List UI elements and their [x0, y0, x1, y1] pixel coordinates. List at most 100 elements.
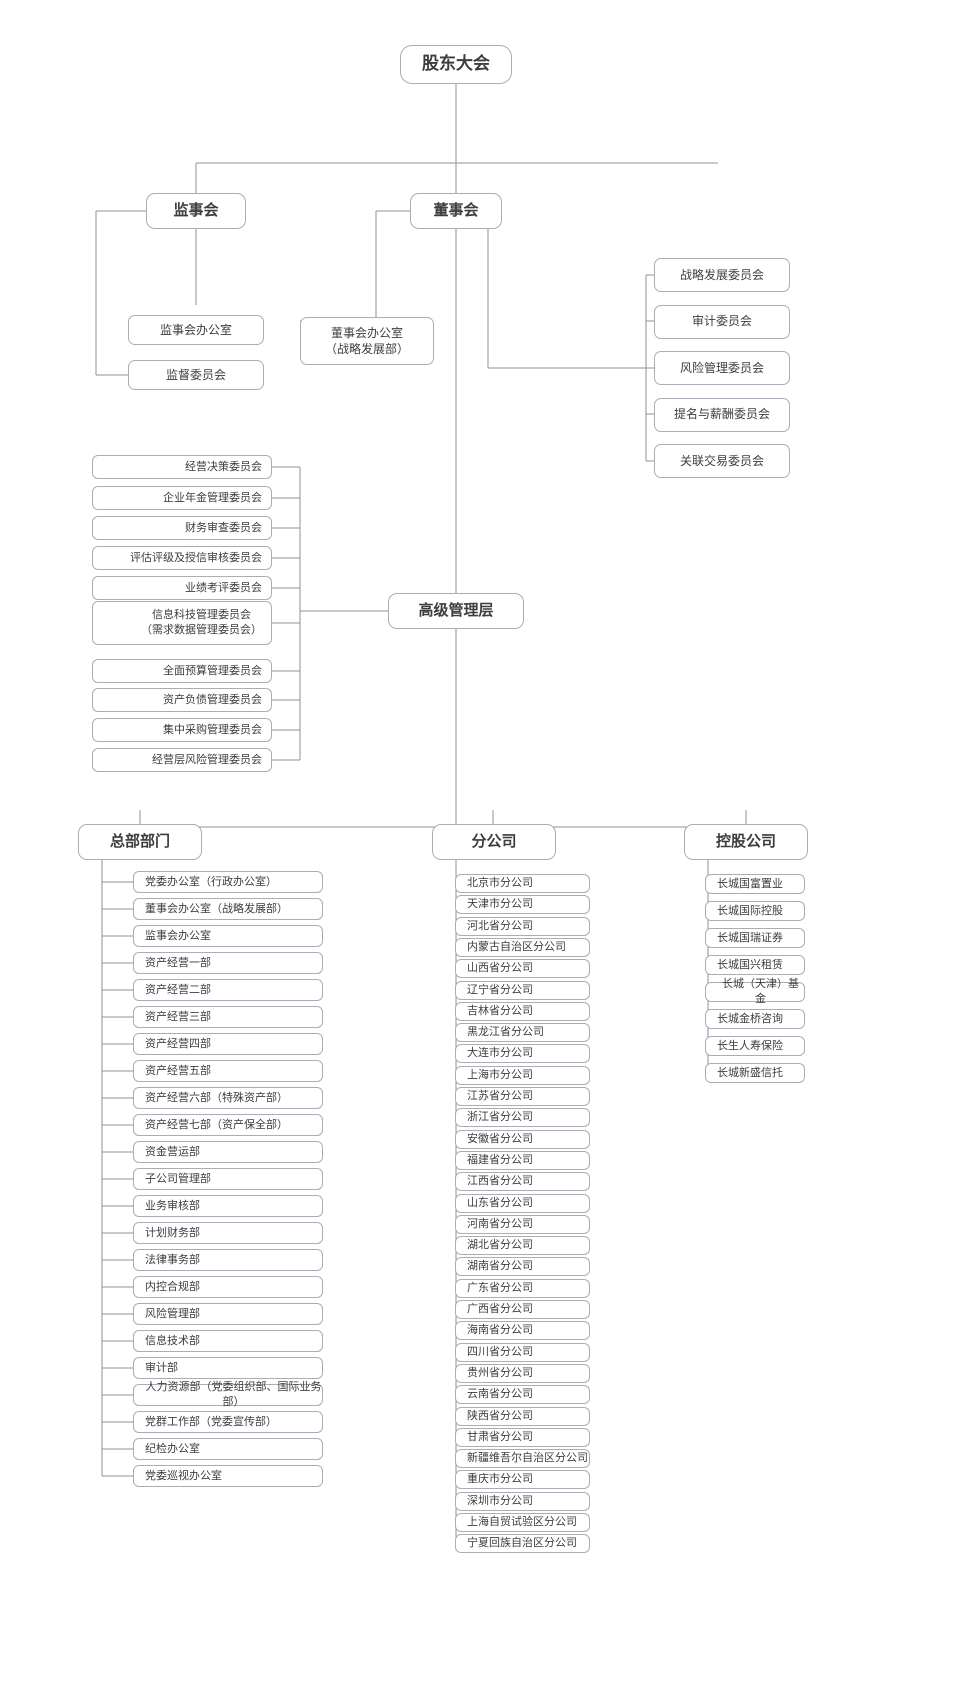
branches-item-6[interactable]: 辽宁省分公司: [455, 980, 590, 1000]
branches-item-15[interactable]: 江西省分公司: [455, 1172, 590, 1192]
headquarters-item-15[interactable]: 法律事务部: [133, 1249, 323, 1271]
holdings-item-7[interactable]: 长生人寿保险: [705, 1036, 805, 1056]
column-head-branches[interactable]: 分公司: [432, 824, 556, 860]
branches-item-5[interactable]: 山西省分公司: [455, 959, 590, 979]
node-label: 财务审查委员会: [185, 521, 262, 534]
holdings-item-3[interactable]: 长城国瑞证券: [705, 928, 805, 948]
management-committee-10[interactable]: 经营层风险管理委员会: [92, 748, 272, 772]
column-head-headquarters[interactable]: 总部部门: [78, 824, 202, 860]
node-board-office[interactable]: 董事会办公室 （战略发展部）: [300, 317, 434, 365]
branches-item-12[interactable]: 浙江省分公司: [455, 1108, 590, 1128]
board-committee-4[interactable]: 提名与薪酬委员会: [654, 397, 790, 432]
board-committee-1[interactable]: 战略发展委员会: [654, 258, 790, 292]
headquarters-item-13[interactable]: 业务审核部: [133, 1195, 323, 1217]
branches-item-32[interactable]: 宁夏回族自治区分公司: [455, 1534, 590, 1554]
branches-item-24[interactable]: 贵州省分公司: [455, 1363, 590, 1383]
branches-item-14[interactable]: 福建省分公司: [455, 1150, 590, 1170]
node-label: 江西省分公司: [467, 1175, 533, 1188]
headquarters-item-21[interactable]: 党群工作部（党委宣传部）: [133, 1411, 323, 1433]
node-label: 董事会办公室（战略发展部）: [145, 902, 288, 915]
node-label: 长城金桥咨询: [717, 1012, 783, 1025]
management-committee-4[interactable]: 评估评级及授信审核委员会: [92, 546, 272, 570]
management-committee-5[interactable]: 业绩考评委员会: [92, 576, 272, 600]
branches-item-10[interactable]: 上海市分公司: [455, 1065, 590, 1085]
branches-item-19[interactable]: 湖南省分公司: [455, 1257, 590, 1277]
branches-item-29[interactable]: 重庆市分公司: [455, 1470, 590, 1490]
headquarters-item-16[interactable]: 内控合规部: [133, 1276, 323, 1298]
headquarters-item-2[interactable]: 董事会办公室（战略发展部）: [133, 898, 323, 920]
branches-item-22[interactable]: 海南省分公司: [455, 1321, 590, 1341]
board-committee-3[interactable]: 风险管理委员会: [654, 351, 790, 385]
branches-item-25[interactable]: 云南省分公司: [455, 1385, 590, 1405]
headquarters-item-6[interactable]: 资产经营三部: [133, 1006, 323, 1028]
holdings-item-4[interactable]: 长城国兴租赁: [705, 955, 805, 975]
branches-item-26[interactable]: 陕西省分公司: [455, 1406, 590, 1426]
management-committee-3[interactable]: 财务审查委员会: [92, 516, 272, 540]
branches-item-17[interactable]: 河南省分公司: [455, 1214, 590, 1234]
column-head-holdings[interactable]: 控股公司: [684, 824, 808, 860]
headquarters-item-23[interactable]: 党委巡视办公室: [133, 1465, 323, 1487]
board-committee-2[interactable]: 审计委员会: [654, 304, 790, 339]
branches-item-27[interactable]: 甘肃省分公司: [455, 1427, 590, 1447]
branches-item-18[interactable]: 湖北省分公司: [455, 1236, 590, 1256]
branches-item-1[interactable]: 北京市分公司: [455, 874, 590, 893]
branches-item-11[interactable]: 江苏省分公司: [455, 1087, 590, 1106]
holdings-item-8[interactable]: 长城新盛信托: [705, 1063, 805, 1083]
node-label: 分公司: [471, 832, 517, 850]
headquarters-item-1[interactable]: 党委办公室（行政办公室）: [133, 871, 323, 893]
branches-item-31[interactable]: 上海自贸试验区分公司: [455, 1513, 590, 1532]
management-committee-2[interactable]: 企业年金管理委员会: [92, 486, 272, 510]
node-label: 贵州省分公司: [467, 1366, 533, 1379]
headquarters-item-10[interactable]: 资产经营七部（资产保全部）: [133, 1114, 323, 1136]
node-senior-management[interactable]: 高级管理层: [388, 593, 524, 629]
branches-item-30[interactable]: 深圳市分公司: [455, 1491, 590, 1511]
management-committee-7[interactable]: 全面预算管理委员会: [92, 659, 272, 683]
node-shareholders-meeting[interactable]: 股东大会: [400, 45, 512, 84]
headquarters-item-19[interactable]: 审计部: [133, 1357, 323, 1379]
branches-item-2[interactable]: 天津市分公司: [455, 895, 590, 915]
headquarters-item-3[interactable]: 监事会办公室: [133, 925, 323, 947]
node-supervisory-board[interactable]: 监事会: [146, 193, 246, 229]
node-label: 集中采购管理委员会: [163, 723, 262, 736]
management-committee-9[interactable]: 集中采购管理委员会: [92, 718, 272, 742]
headquarters-item-8[interactable]: 资产经营五部: [133, 1060, 323, 1082]
node-label: 福建省分公司: [467, 1153, 533, 1166]
branches-item-13[interactable]: 安徽省分公司: [455, 1129, 590, 1149]
holdings-item-6[interactable]: 长城金桥咨询: [705, 1009, 805, 1029]
branches-item-28[interactable]: 新疆维吾尔自治区分公司: [455, 1449, 590, 1469]
headquarters-item-5[interactable]: 资产经营二部: [133, 979, 323, 1001]
node-label: 计划财务部: [145, 1226, 200, 1239]
holdings-item-2[interactable]: 长城国际控股: [705, 901, 805, 921]
management-committee-1[interactable]: 经营决策委员会: [92, 455, 272, 479]
management-committee-6[interactable]: 信息科技管理委员会 （需求数据管理委员会）: [92, 601, 272, 645]
board-committee-5[interactable]: 关联交易委员会: [654, 444, 790, 478]
headquarters-item-11[interactable]: 资金营运部: [133, 1141, 323, 1163]
branches-item-3[interactable]: 河北省分公司: [455, 916, 590, 936]
management-committee-8[interactable]: 资产负债管理委员会: [92, 688, 272, 712]
headquarters-item-4[interactable]: 资产经营一部: [133, 952, 323, 974]
branches-item-4[interactable]: 内蒙古自治区分公司: [455, 937, 590, 957]
holdings-item-5[interactable]: 长城（天津）基金: [705, 978, 805, 1005]
headquarters-item-18[interactable]: 信息技术部: [133, 1330, 323, 1352]
headquarters-item-12[interactable]: 子公司管理部: [133, 1168, 323, 1190]
branches-item-8[interactable]: 黑龙江省分公司: [455, 1023, 590, 1043]
branches-item-7[interactable]: 吉林省分公司: [455, 1001, 590, 1021]
headquarters-item-17[interactable]: 风险管理部: [133, 1303, 323, 1325]
branches-item-16[interactable]: 山东省分公司: [455, 1193, 590, 1213]
node-label: 信息技术部: [145, 1334, 200, 1347]
node-label: 内控合规部: [145, 1280, 200, 1293]
branches-item-9[interactable]: 大连市分公司: [455, 1044, 590, 1064]
branches-item-21[interactable]: 广西省分公司: [455, 1300, 590, 1319]
headquarters-item-20[interactable]: 人力资源部（党委组织部、国际业务部）: [133, 1381, 323, 1408]
headquarters-item-9[interactable]: 资产经营六部（特殊资产部）: [133, 1087, 323, 1109]
node-label: 大连市分公司: [467, 1047, 533, 1060]
node-supervision-committee[interactable]: 监督委员会: [128, 360, 264, 390]
node-supervisory-office[interactable]: 监事会办公室: [128, 315, 264, 345]
node-board-of-directors[interactable]: 董事会: [410, 193, 502, 229]
headquarters-item-7[interactable]: 资产经营四部: [133, 1033, 323, 1055]
holdings-item-1[interactable]: 长城国富置业: [705, 874, 805, 894]
headquarters-item-22[interactable]: 纪检办公室: [133, 1438, 323, 1460]
branches-item-20[interactable]: 广东省分公司: [455, 1278, 590, 1298]
branches-item-23[interactable]: 四川省分公司: [455, 1342, 590, 1362]
headquarters-item-14[interactable]: 计划财务部: [133, 1222, 323, 1244]
